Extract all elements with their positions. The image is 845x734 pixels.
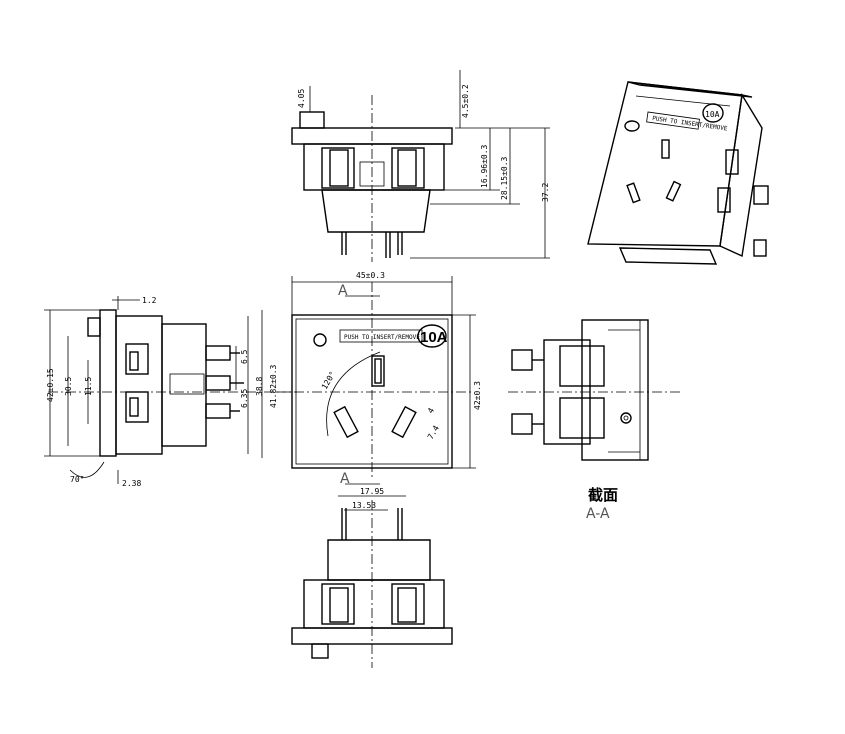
front-view: PUSH TO INSERT/REMOVE 10A A A 45±0.3 42±… [276, 271, 482, 487]
dim-37-2: 37.2 [541, 183, 550, 202]
dim-2-38: 2.38 [122, 479, 141, 488]
dim-28-15: 28.15±0.3 [500, 156, 509, 200]
left-side-view: 1.2 42±0.15 30.5 11.5 6.5 6.35 38.8 41.8… [44, 296, 300, 488]
section-view: 截面 A-A [508, 319, 680, 522]
dim-70-deg: 70° [70, 475, 84, 484]
dim-41-82: 41.82±0.3 [269, 364, 278, 408]
dim-7-4: 7.4 [426, 424, 441, 441]
section-subtitle: A-A [586, 506, 610, 522]
dim-6-5: 6.5 [240, 349, 249, 364]
dim-11-5: 11.5 [84, 377, 93, 396]
dim-1-2: 1.2 [142, 296, 157, 305]
dim-6-35: 6.35 [240, 389, 249, 408]
iso-10a: 10A [705, 110, 720, 119]
dim-4-05: 4.05 [297, 89, 306, 108]
section-mark-top: A [338, 283, 348, 299]
dim-42: 42±0.3 [473, 381, 482, 410]
section-mark-bottom: A [340, 471, 350, 487]
dim-4-5: 4.5±0.2 [461, 84, 470, 118]
dim-30-5: 30.5 [64, 377, 73, 396]
bottom-view: 17.95 13.53 [291, 487, 453, 668]
front-push-label: PUSH TO INSERT/REMOVE [344, 334, 420, 341]
front-10a: 10A [420, 329, 448, 346]
dim-17-95: 17.95 [360, 487, 384, 496]
dim-13-53: 13.53 [352, 501, 376, 510]
dim-16-96: 16.96±0.3 [480, 144, 489, 188]
top-view: 4.05 4.5±0.2 16.96±0.3 28.15±0.3 37.2 [291, 70, 550, 262]
isometric-view: PUSH TO INSERT/REMOVE 10A [587, 81, 769, 265]
dim-45: 45±0.3 [356, 271, 385, 280]
dim-38-8: 38.8 [255, 377, 264, 396]
section-title: 截面 [588, 486, 618, 504]
dim-4: 4 [426, 406, 436, 415]
dim-42-015: 42±0.15 [46, 368, 55, 402]
